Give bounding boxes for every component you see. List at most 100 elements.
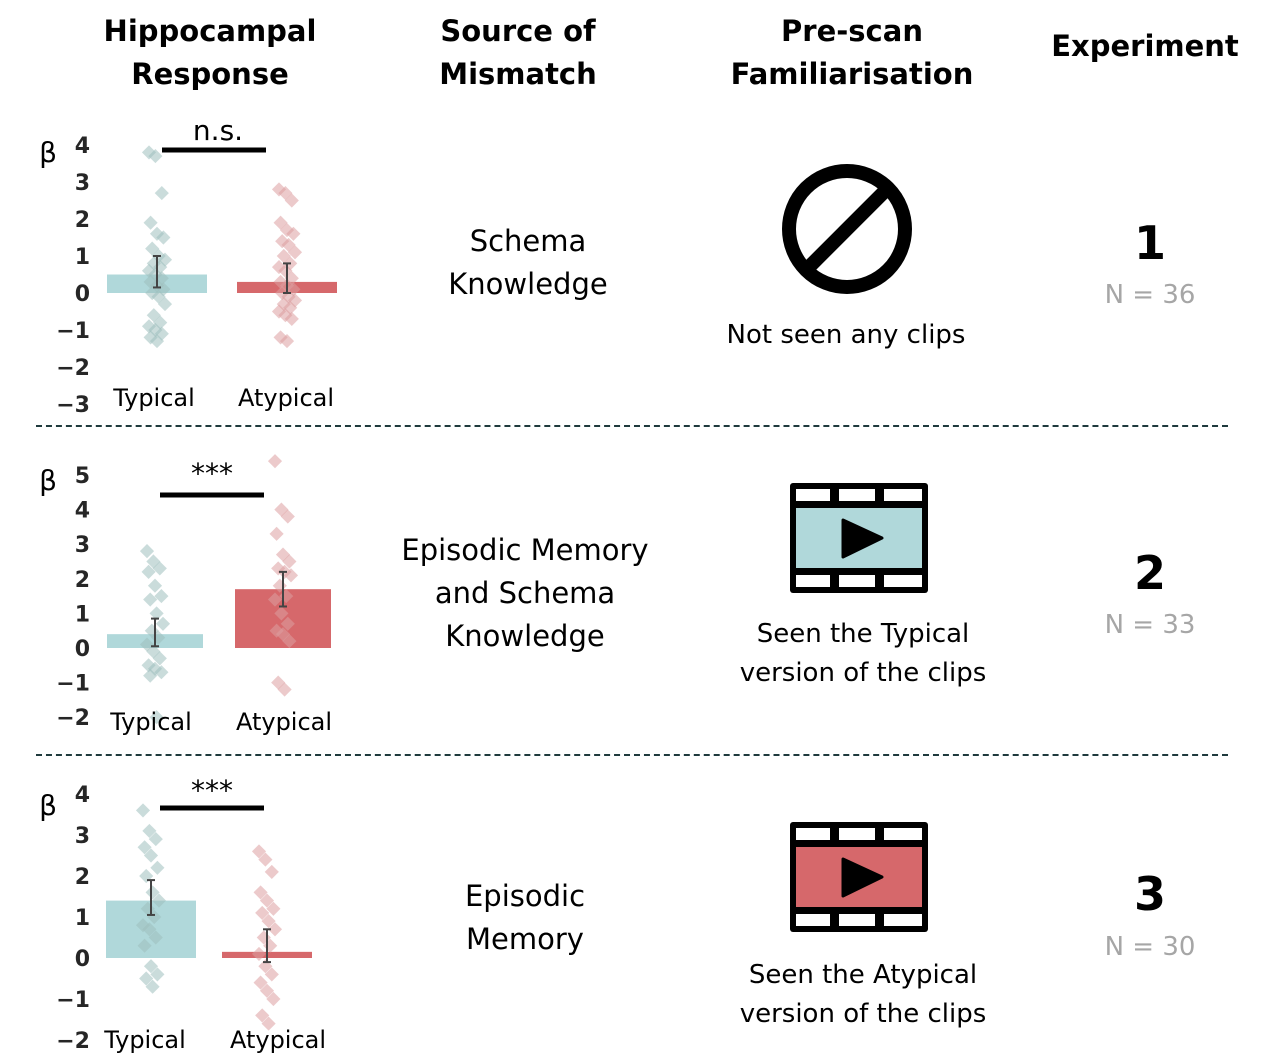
y-tick-label: 0 <box>75 282 90 307</box>
y-axis-label: β <box>39 136 57 169</box>
source-line: Knowledge <box>445 619 605 653</box>
data-point-atypical <box>253 885 268 900</box>
header-prescan-familiarisation: Pre-scan Familiarisation <box>702 10 1002 96</box>
data-point-typical <box>145 979 160 994</box>
data-point-atypical <box>287 245 303 260</box>
data-point-typical <box>147 578 163 593</box>
experiment-number-1: 1 <box>1133 216 1166 270</box>
y-tick-label: 2 <box>75 208 90 233</box>
y-tick-label: 2 <box>75 568 90 593</box>
y-tick-label: 3 <box>75 171 90 196</box>
data-point-atypical <box>282 554 297 569</box>
data-point-typical <box>149 334 165 349</box>
x-tick-label-atypical: Atypical <box>230 1026 326 1054</box>
prescan-text-row-2: Seen the Typical version of the clips <box>713 615 1013 693</box>
data-point-typical <box>143 215 158 230</box>
y-tick-label: −2 <box>56 1029 90 1054</box>
data-point-atypical <box>255 905 270 920</box>
data-point-typical <box>150 967 165 982</box>
prescan-text-row-3: Seen the Atypical version of the clips <box>713 956 1013 1034</box>
experiment-n-3: N = 30 <box>1104 932 1196 962</box>
y-tick-label: 4 <box>75 134 90 159</box>
header-hippocampal-response: Hippocampal Response <box>60 10 360 96</box>
data-point-typical <box>155 616 171 631</box>
y-tick-label: 0 <box>75 947 90 972</box>
data-point-atypical <box>284 193 299 208</box>
header-line: Hippocampal <box>103 14 317 48</box>
y-tick-label: −1 <box>56 988 90 1013</box>
data-point-typical <box>143 959 159 974</box>
data-point-typical <box>139 544 155 559</box>
y-tick-label: 0 <box>75 637 90 662</box>
data-point-atypical <box>269 526 284 541</box>
data-point-atypical <box>279 334 295 349</box>
x-tick-label-typical: Typical <box>109 708 192 736</box>
y-tick-label: 4 <box>75 783 90 808</box>
data-point-atypical <box>267 592 283 607</box>
header-experiment: Experiment <box>1040 25 1250 68</box>
y-tick-label: −3 <box>56 393 90 418</box>
data-point-atypical <box>266 901 281 916</box>
data-point-typical <box>152 561 167 576</box>
source-row-1: Schema Knowledge <box>378 220 678 306</box>
prescan-line: version of the clips <box>739 999 987 1029</box>
header-line: Response <box>131 57 289 91</box>
data-point-atypical <box>264 967 279 982</box>
data-point-typical <box>154 186 169 201</box>
data-point-atypical <box>259 893 275 908</box>
data-point-typical <box>149 710 164 725</box>
y-tick-label: −1 <box>56 319 90 344</box>
experiment-n-2: N = 33 <box>1104 610 1196 640</box>
data-point-atypical <box>261 1016 276 1031</box>
data-point-atypical <box>251 946 267 961</box>
source-line: and Schema <box>434 576 616 610</box>
y-tick-label: 3 <box>75 533 90 558</box>
significance-label: *** <box>191 774 233 807</box>
header-line: Mismatch <box>439 57 597 91</box>
header-line: Pre-scan <box>781 14 923 48</box>
experiment-n-1: N = 36 <box>1104 280 1196 310</box>
y-tick-label: −1 <box>56 672 90 697</box>
data-point-atypical <box>266 991 281 1007</box>
y-tick-label: 1 <box>75 245 90 270</box>
data-point-typical <box>141 564 156 579</box>
prescan-line: version of the clips <box>739 658 987 688</box>
header-source-of-mismatch: Source of Mismatch <box>368 10 668 96</box>
source-line: Episodic Memory <box>401 533 649 567</box>
data-point-typical <box>142 922 157 937</box>
source-row-2: Episodic Memory and Schema Knowledge <box>375 529 675 658</box>
source-line: Knowledge <box>448 267 608 301</box>
data-point-typical <box>148 149 163 164</box>
data-point-typical <box>152 651 167 666</box>
y-tick-label: −2 <box>56 356 90 381</box>
data-point-typical <box>157 297 173 312</box>
data-point-atypical <box>274 606 289 621</box>
data-point-typical <box>143 592 158 607</box>
x-tick-label-typical: Typical <box>112 384 195 412</box>
data-point-typical <box>148 930 163 945</box>
data-point-typical <box>142 823 157 838</box>
data-point-atypical <box>284 311 299 326</box>
data-point-atypical <box>267 454 283 469</box>
y-tick-label: 1 <box>75 906 90 931</box>
data-point-atypical <box>264 864 279 879</box>
source-line: Episodic <box>464 879 586 913</box>
prescan-line: Not seen any clips <box>726 320 966 350</box>
source-line: Memory <box>466 922 584 956</box>
y-tick-label: 3 <box>75 824 90 849</box>
data-point-typical <box>135 803 151 818</box>
data-point-atypical <box>282 634 297 649</box>
header-line: Familiarisation <box>730 57 974 91</box>
prescan-line: Seen the Typical <box>756 619 970 649</box>
significance-label: *** <box>191 457 233 490</box>
row-divider <box>36 425 1228 427</box>
x-tick-label-typical: Typical <box>103 1026 186 1054</box>
data-point-atypical <box>259 983 275 998</box>
data-point-atypical <box>261 914 276 929</box>
data-point-typical <box>149 606 164 621</box>
data-point-atypical <box>258 852 273 867</box>
data-point-typical <box>139 971 154 986</box>
data-point-typical <box>137 938 152 953</box>
